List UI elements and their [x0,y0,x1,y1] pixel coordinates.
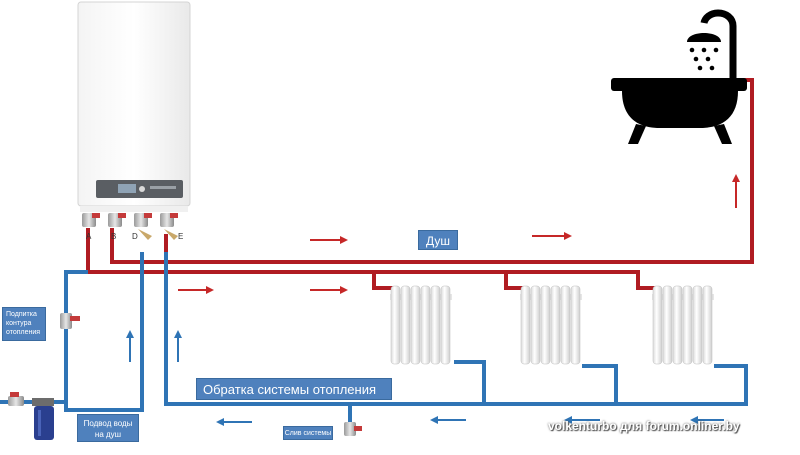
watermark: volkenturbo для forum.onliner.by [548,419,740,433]
valve-icon [108,213,126,227]
filter-icon [32,398,54,440]
flow-arrow-icon [174,330,182,362]
flow-arrow-icon [178,286,214,294]
port-label-e: E [178,232,184,241]
boiler-port-valves [82,213,178,240]
flow-arrow-icon [564,416,600,424]
heating-return-label: Обратка системы отопления [196,378,392,400]
radiator-icon [652,285,714,365]
valve-icon [82,213,100,227]
valve-icon [344,422,362,436]
port-label-d: D [132,232,138,241]
flow-arrow-icon [310,236,348,244]
flow-arrow-icon [532,232,572,240]
flow-arrow-icon [732,174,740,208]
valve-icon [8,392,24,406]
cold-pipes [0,252,748,422]
system-drain-label: Слив системы [283,426,333,440]
radiator-icon [390,285,452,365]
flow-arrow-icon [310,286,348,294]
flow-arrow-icon [126,330,134,362]
flow-arrow-icon [430,416,466,424]
gas-boiler [77,1,191,212]
port-label-a: A [86,232,92,241]
valve-icon [60,313,80,329]
flow-arrow-icon [216,418,252,426]
circuit-feed-label: Подпитка контура отопления [2,307,46,341]
shower-line-label: Душ [418,230,458,250]
flow-arrow-icon [690,416,724,424]
shower-water-supply-label: Подвод воды на душ [77,414,139,442]
radiator-icon [520,285,582,365]
bathtub-shower-icon [611,9,747,144]
flow-arrows [126,174,740,426]
valve-icon [134,213,152,240]
valve-icon [160,213,178,240]
port-label-b: B [111,232,117,241]
